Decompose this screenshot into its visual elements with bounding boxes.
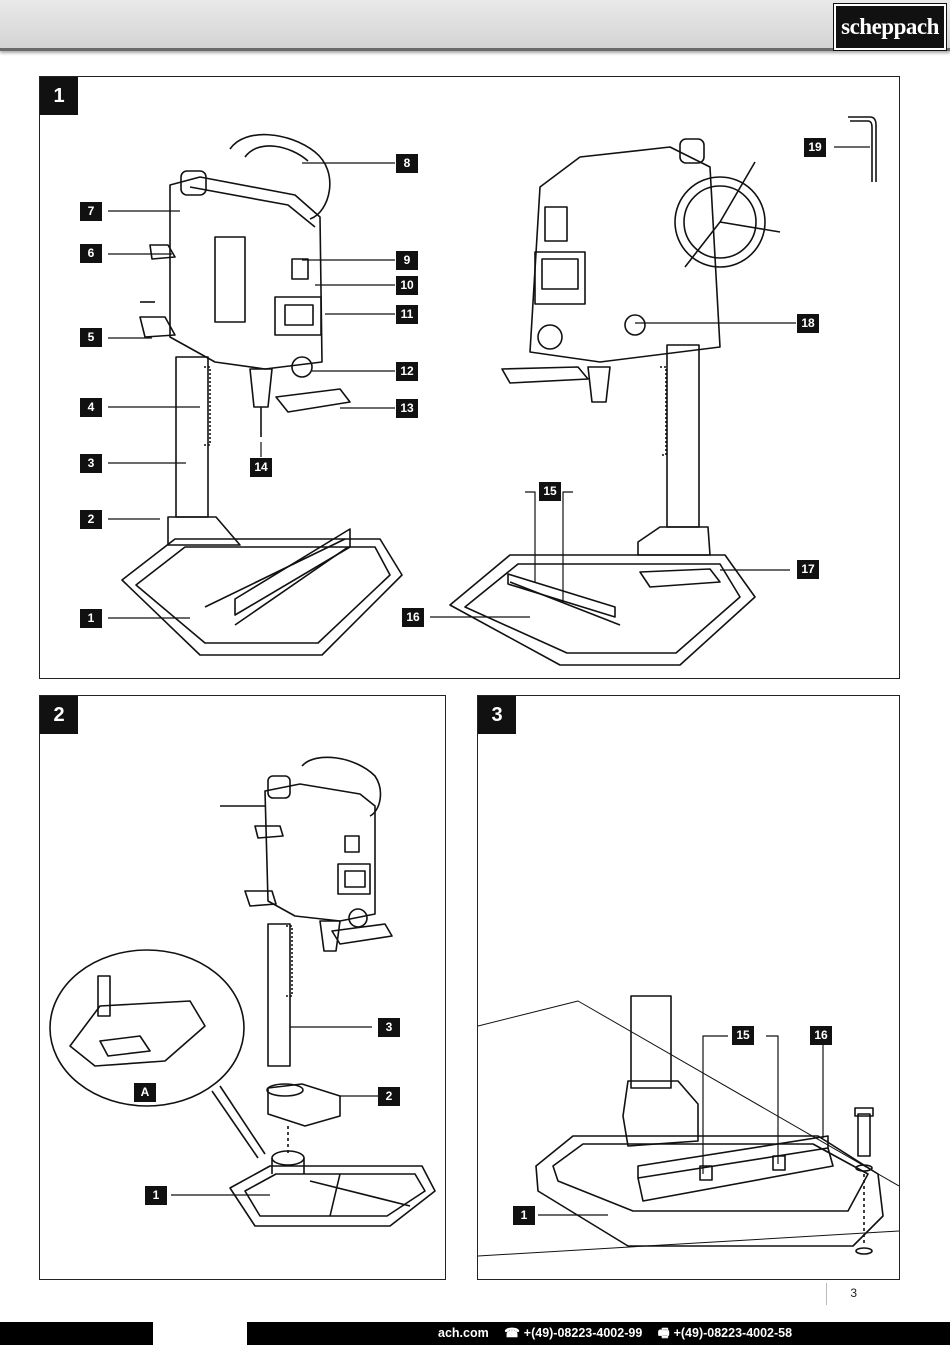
phone-number: +(49)-08223-4002-99 bbox=[523, 1326, 643, 1340]
website-link[interactable]: ach.com bbox=[438, 1326, 489, 1340]
drill-press-front-rear-illustration bbox=[108, 116, 877, 666]
callout-label: 3 bbox=[80, 454, 102, 473]
header-bar: scheppach bbox=[0, 0, 950, 51]
callout-label: 7 bbox=[80, 202, 102, 221]
fax-number: +(49)-08223-4002-58 bbox=[673, 1326, 793, 1340]
phone-icon: ☎ bbox=[504, 1326, 520, 1340]
callout-label: 2 bbox=[80, 510, 102, 529]
figure-1-panel: 1 1 2 3 4 5 6 7 8 9 10 11 12 13 14 15 16… bbox=[39, 76, 900, 679]
callout-label: 11 bbox=[396, 305, 418, 324]
fax-icon: 🖷 bbox=[657, 1326, 670, 1340]
callout-label: 15 bbox=[539, 482, 561, 501]
figure-3-number: 3 bbox=[478, 696, 516, 734]
callout-label: 1 bbox=[80, 609, 102, 628]
figure-1-number: 1 bbox=[40, 77, 78, 115]
callout-label: 2 bbox=[378, 1087, 400, 1106]
callout-label: 15 bbox=[732, 1026, 754, 1045]
callout-label: 17 bbox=[797, 560, 819, 579]
callout-label: 14 bbox=[250, 458, 272, 477]
column-assembly-illustration bbox=[49, 756, 436, 1227]
fence-mounting-illustration bbox=[478, 995, 899, 1257]
callout-label: 16 bbox=[810, 1026, 832, 1045]
callout-label: 16 bbox=[402, 608, 424, 627]
brand-logo: scheppach bbox=[833, 3, 947, 51]
callout-label: 3 bbox=[378, 1018, 400, 1037]
page-number: 3 bbox=[826, 1283, 857, 1305]
footer-bar: ach.com ☎+(49)-08223-4002-99 🖷+(49)-0822… bbox=[0, 1322, 950, 1345]
callout-label: 19 bbox=[804, 138, 826, 157]
callout-label: 12 bbox=[396, 362, 418, 381]
figure-2-panel: 2 3 2 1 A bbox=[39, 695, 446, 1280]
figure-3-panel: 3 15 16 1 bbox=[477, 695, 900, 1280]
callout-label: 1 bbox=[145, 1186, 167, 1205]
callout-label: 10 bbox=[396, 276, 418, 295]
callout-label: 13 bbox=[396, 399, 418, 418]
figure-2-number: 2 bbox=[40, 696, 78, 734]
detail-label: A bbox=[134, 1083, 156, 1102]
callout-label: 8 bbox=[396, 154, 418, 173]
callout-label: 5 bbox=[80, 328, 102, 347]
callout-label: 1 bbox=[513, 1206, 535, 1225]
footer-contact: ach.com ☎+(49)-08223-4002-99 🖷+(49)-0822… bbox=[438, 1322, 804, 1345]
callout-label: 6 bbox=[80, 244, 102, 263]
callout-label: 18 bbox=[797, 314, 819, 333]
callout-label: 4 bbox=[80, 398, 102, 417]
callout-label: 9 bbox=[396, 251, 418, 270]
